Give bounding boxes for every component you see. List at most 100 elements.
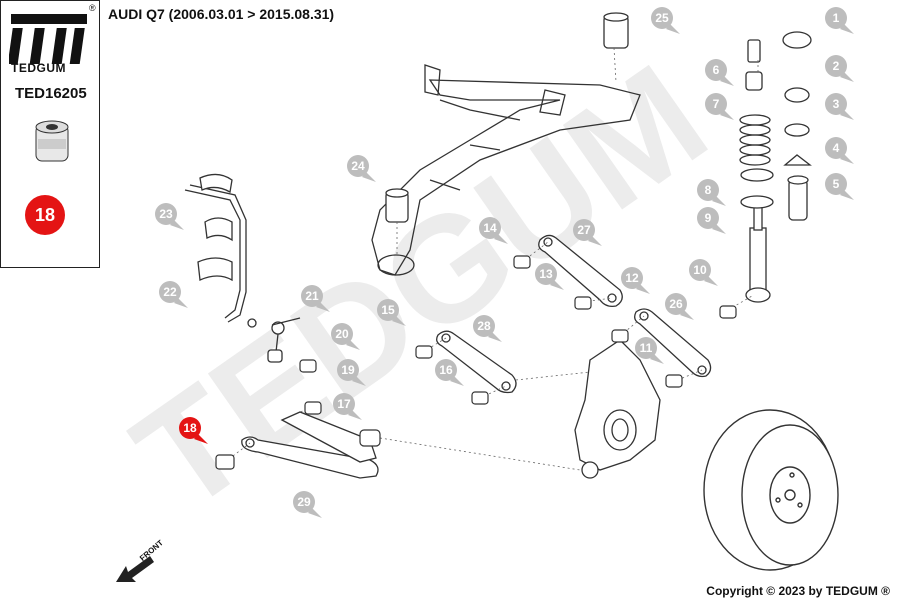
bushing-12 bbox=[611, 329, 629, 343]
callout-pointer bbox=[352, 376, 366, 386]
callout-25: 25 bbox=[651, 7, 680, 34]
callout-circle bbox=[347, 155, 369, 177]
callout-20: 20 bbox=[331, 323, 360, 350]
callout-circle bbox=[573, 219, 595, 241]
callout-9: 9 bbox=[697, 207, 726, 234]
callout-circle bbox=[689, 259, 711, 281]
callout-label: 27 bbox=[577, 223, 591, 237]
callout-pointer bbox=[720, 76, 734, 86]
callout-pointer bbox=[840, 190, 854, 200]
callout-6: 6 bbox=[705, 59, 734, 86]
callout-5: 5 bbox=[825, 173, 854, 200]
vehicle-title: AUDI Q7 (2006.03.01 > 2015.08.31) bbox=[108, 6, 335, 22]
stabilizer-link bbox=[247, 317, 301, 363]
stabilizer-bushing-23 bbox=[199, 173, 233, 242]
callout-circle bbox=[435, 359, 457, 381]
highlight-badge: 18 bbox=[25, 195, 65, 235]
callout-pointer bbox=[308, 508, 322, 518]
callout-pointer bbox=[666, 24, 680, 34]
callout-4: 4 bbox=[825, 137, 854, 164]
subframe bbox=[371, 64, 641, 276]
callout-pointer bbox=[174, 298, 188, 308]
bushing-10 bbox=[719, 305, 737, 319]
callout-circle bbox=[159, 281, 181, 303]
callouts: 1234567891011121314151617181920212223242… bbox=[155, 7, 854, 518]
callout-label: 21 bbox=[305, 289, 319, 303]
callout-pointer bbox=[392, 316, 406, 326]
callout-label: 14 bbox=[483, 221, 497, 235]
callout-10: 10 bbox=[689, 259, 718, 286]
tedgum-logo-icon bbox=[9, 14, 87, 64]
callout-pointer bbox=[680, 310, 694, 320]
control-arm-27 bbox=[538, 234, 623, 308]
callout-circle bbox=[473, 315, 495, 337]
callout-17: 17 bbox=[333, 393, 362, 420]
callout-circle bbox=[635, 337, 657, 359]
callout-pointer bbox=[194, 434, 208, 444]
callout-pointer bbox=[450, 376, 464, 386]
lower-arm-29 bbox=[241, 411, 379, 479]
callout-pointer bbox=[550, 280, 564, 290]
callout-label: 25 bbox=[655, 11, 669, 25]
stabilizer-bar bbox=[184, 184, 247, 323]
callout-label: 4 bbox=[833, 141, 840, 155]
callout-pointer bbox=[348, 410, 362, 420]
callout-circle bbox=[301, 285, 323, 307]
callout-circle bbox=[621, 267, 643, 289]
bushing-thumbnail-icon bbox=[35, 120, 69, 162]
callout-3: 3 bbox=[825, 93, 854, 120]
strut-parts bbox=[740, 31, 812, 221]
callout-circle bbox=[697, 207, 719, 229]
wheel-carrier bbox=[574, 339, 661, 479]
stabilizer-bushing-22 bbox=[197, 257, 233, 282]
callout-pointer bbox=[488, 332, 502, 342]
callout-pointer bbox=[346, 340, 360, 350]
callout-28: 28 bbox=[473, 315, 502, 342]
callout-circle bbox=[337, 359, 359, 381]
subframe-bushing-25 bbox=[603, 12, 629, 49]
callout-22: 22 bbox=[159, 281, 188, 308]
bushings bbox=[215, 255, 737, 470]
bushing-18 bbox=[215, 454, 235, 470]
callout-pointer bbox=[840, 110, 854, 120]
callout-circle bbox=[535, 263, 557, 285]
callout-circle bbox=[155, 203, 177, 225]
callout-21: 21 bbox=[301, 285, 330, 312]
callout-circle bbox=[825, 137, 847, 159]
callout-label: 15 bbox=[381, 303, 395, 317]
callout-label: 23 bbox=[159, 207, 173, 221]
callout-pointer bbox=[494, 234, 508, 244]
bushing-17 bbox=[359, 429, 381, 447]
callout-26: 26 bbox=[665, 293, 694, 320]
callout-pointer bbox=[170, 220, 184, 230]
callout-11: 11 bbox=[635, 337, 664, 364]
callout-label: 16 bbox=[439, 363, 453, 377]
callout-label: 3 bbox=[833, 97, 840, 111]
callout-label: 9 bbox=[705, 211, 712, 225]
callout-13: 13 bbox=[535, 263, 564, 290]
callout-label: 11 bbox=[640, 341, 653, 355]
callout-18: 18 bbox=[179, 417, 208, 444]
shock-absorber bbox=[745, 199, 771, 303]
callout-circle bbox=[651, 7, 673, 29]
callout-label: 26 bbox=[669, 297, 683, 311]
wheel bbox=[703, 409, 839, 571]
callout-label: 17 bbox=[337, 397, 351, 411]
callout-label: 1 bbox=[833, 11, 840, 25]
callout-label: 5 bbox=[833, 177, 840, 191]
callout-12: 12 bbox=[621, 267, 650, 294]
callout-label: 8 bbox=[705, 183, 712, 197]
callout-pointer bbox=[840, 154, 854, 164]
callout-23: 23 bbox=[155, 203, 184, 230]
callout-label: 7 bbox=[713, 97, 720, 111]
subframe-bushing-24 bbox=[385, 188, 409, 223]
callout-pointer bbox=[704, 276, 718, 286]
callout-label: 18 bbox=[183, 421, 197, 435]
bushing-19 bbox=[304, 401, 322, 415]
bushing-14 bbox=[513, 255, 531, 269]
callout-label: 20 bbox=[335, 327, 349, 341]
callout-label: 24 bbox=[351, 159, 365, 173]
callout-circle bbox=[331, 323, 353, 345]
callout-pointer bbox=[636, 284, 650, 294]
callout-circle bbox=[333, 393, 355, 415]
